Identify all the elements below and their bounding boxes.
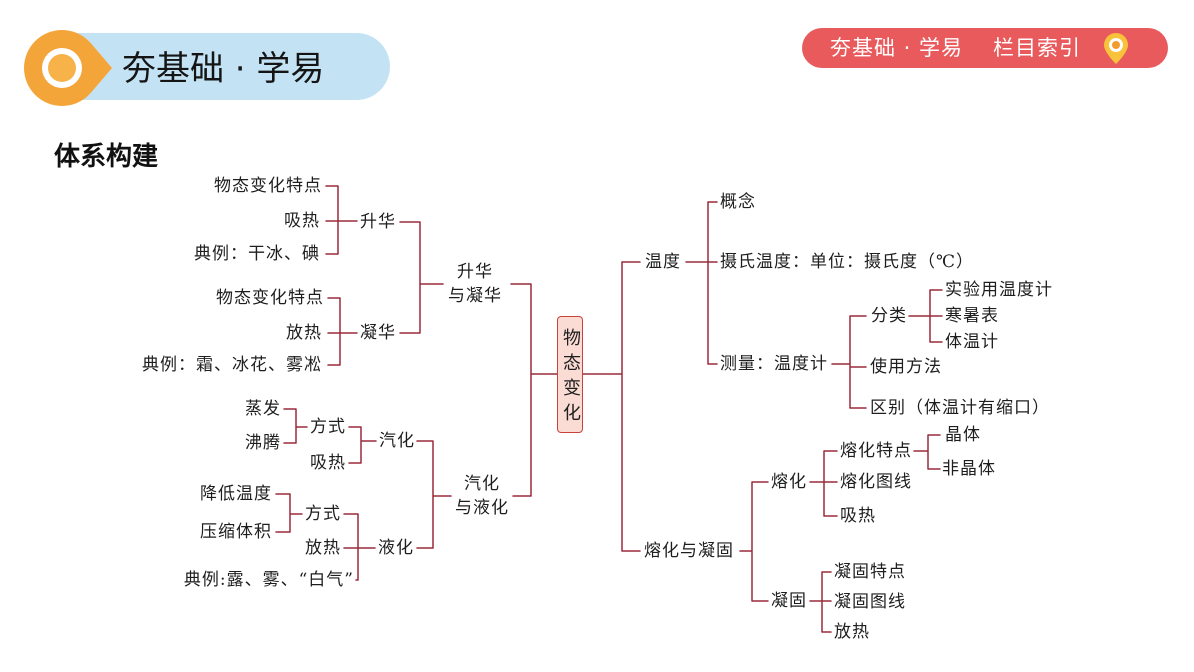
sublimation-example: 典例：干冰、碘: [194, 244, 320, 264]
solidification-node: 凝固: [771, 591, 807, 611]
column-index-button[interactable]: 夯基础 · 学易 栏目索引: [802, 28, 1168, 68]
connector-melting-solidification: [739, 481, 769, 602]
amorphous-item: 非晶体: [942, 459, 996, 479]
vaporization-method-node: 方式: [310, 417, 346, 437]
connector-liquefaction: [343, 513, 376, 581]
connector-solidification: [809, 571, 832, 633]
connector-classification: [908, 289, 943, 343]
connector-deposition: [327, 297, 358, 366]
liquefaction-heat: 放热: [305, 538, 341, 558]
target-badge-icon: [24, 30, 112, 106]
sublimation-heat: 吸热: [284, 211, 320, 231]
branch-label-line1: 汽化: [464, 474, 500, 494]
section-title: 体系构建: [54, 142, 159, 172]
root-node: 物态变化: [557, 316, 583, 433]
banner-pill: [60, 33, 390, 100]
solidification-graph: 凝固图线: [834, 592, 906, 612]
connector-liquefaction-method: [275, 493, 303, 533]
deposition-heat: 放热: [286, 323, 322, 343]
connector-vaporization-liquefaction: [416, 440, 452, 549]
solidification-features: 凝固特点: [834, 562, 906, 582]
deposition-feature: 物态变化特点: [216, 288, 324, 308]
crystal-item: 晶体: [945, 425, 981, 445]
banner-title: 夯基础 · 学易: [122, 49, 325, 89]
branch-label-line2: 与凝华: [448, 286, 502, 306]
vaporization-liquefaction-branch: 汽化 与液化: [452, 472, 512, 520]
liquefaction-method-node: 方式: [305, 504, 341, 524]
clinical-thermometer: 体温计: [945, 332, 999, 352]
measurement-node: 测量：温度计: [720, 354, 828, 374]
branch-label-line2: 与液化: [455, 498, 509, 518]
boiling-item: 沸腾: [245, 433, 281, 453]
connector-temperature: [685, 201, 718, 365]
melting-features-node: 熔化特点: [840, 441, 912, 461]
thermometer-difference: 区别（体温计有缩口）: [870, 398, 1050, 418]
connector-sublimation: [325, 185, 358, 255]
melting-graph: 熔化图线: [840, 472, 912, 492]
sublimation-node: 升华: [360, 212, 396, 232]
liquefaction-example: 典例:露、雾、“白气”: [183, 570, 354, 590]
evaporation-item: 蒸发: [245, 399, 281, 419]
sublimation-deposition-branch: 升华 与凝华: [445, 260, 505, 308]
celsius-scale: 摄氏温度：单位：摄氏度（℃）: [720, 252, 975, 272]
lower-temperature-item: 降低温度: [200, 484, 272, 504]
nav-index-label: 栏目索引: [993, 36, 1081, 60]
liquefaction-node: 液化: [378, 538, 414, 558]
location-pin-icon: [1104, 33, 1128, 64]
nav-section-name: 夯基础 · 学易: [830, 36, 964, 60]
connector-melting-features: [913, 434, 941, 470]
root-node-label: 物态变化: [560, 328, 581, 428]
connector-vaporization-method: [283, 408, 308, 444]
deposition-example: 典例：霜、冰花、雾凇: [142, 355, 322, 375]
classification-node: 分类: [871, 306, 907, 326]
melting-solidification-branch: 熔化与凝固: [644, 541, 734, 561]
melting-node: 熔化: [771, 472, 807, 492]
connector-root-left: [510, 283, 558, 497]
melting-heat: 吸热: [840, 506, 876, 526]
connector-vaporization: [348, 426, 377, 464]
compress-volume-item: 压缩体积: [200, 522, 272, 542]
connector-measurement: [831, 315, 867, 409]
connector-melting: [809, 450, 838, 517]
branch-label-line1: 升华: [457, 262, 493, 282]
vaporization-node: 汽化: [379, 431, 415, 451]
sublimation-feature: 物态变化特点: [214, 176, 322, 196]
usage-method: 使用方法: [870, 357, 942, 377]
connector-root-right: [582, 261, 641, 552]
indoor-thermometer: 寒暑表: [945, 306, 999, 326]
solidification-heat: 放热: [834, 622, 870, 642]
deposition-node: 凝华: [360, 323, 396, 343]
vaporization-heat: 吸热: [310, 453, 346, 473]
connector-sublimation-deposition: [399, 221, 444, 334]
lab-thermometer: 实验用温度计: [945, 280, 1053, 300]
temperature-concept: 概念: [720, 192, 756, 212]
temperature-branch: 温度: [645, 252, 681, 272]
